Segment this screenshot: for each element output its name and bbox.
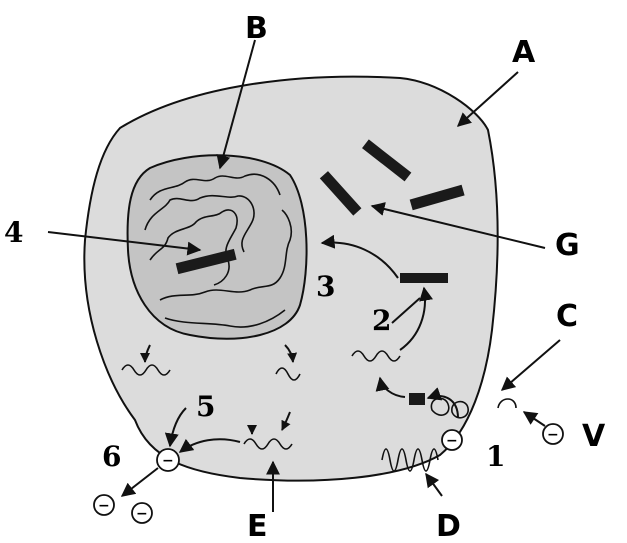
ion-near-membrane: − [442, 430, 462, 450]
svg-text:−: − [446, 433, 458, 449]
label-4: 4 [4, 216, 23, 249]
ion-outside-1: − [94, 495, 114, 515]
svg-text:−: − [98, 498, 110, 514]
label-a: A [512, 35, 536, 70]
svg-text:−: − [547, 427, 559, 443]
arrow-a [458, 72, 518, 126]
label-2: 2 [372, 304, 391, 337]
ion-outside-2: − [132, 503, 152, 523]
receptor-bar [400, 273, 448, 283]
nucleus [128, 155, 307, 338]
ion-v: − [543, 424, 563, 444]
arrow-v [524, 412, 545, 426]
label-c: C [556, 299, 578, 334]
small-dark-block [409, 393, 425, 405]
svg-text:−: − [136, 506, 148, 522]
label-e: E [247, 509, 268, 543]
ion-on-membrane-left: − [157, 449, 179, 471]
arrow-d [426, 474, 442, 496]
arrow-c [502, 340, 560, 390]
label-v: V [582, 419, 606, 454]
label-5: 5 [196, 390, 215, 423]
arrow-6 [122, 468, 158, 496]
label-6: 6 [102, 440, 121, 473]
svg-text:−: − [162, 453, 174, 469]
label-d: D [436, 509, 461, 543]
label-1: 1 [486, 440, 505, 473]
receptor-c [498, 399, 516, 408]
label-b: B [245, 11, 268, 46]
label-g: G [555, 228, 580, 263]
label-3: 3 [316, 270, 335, 303]
